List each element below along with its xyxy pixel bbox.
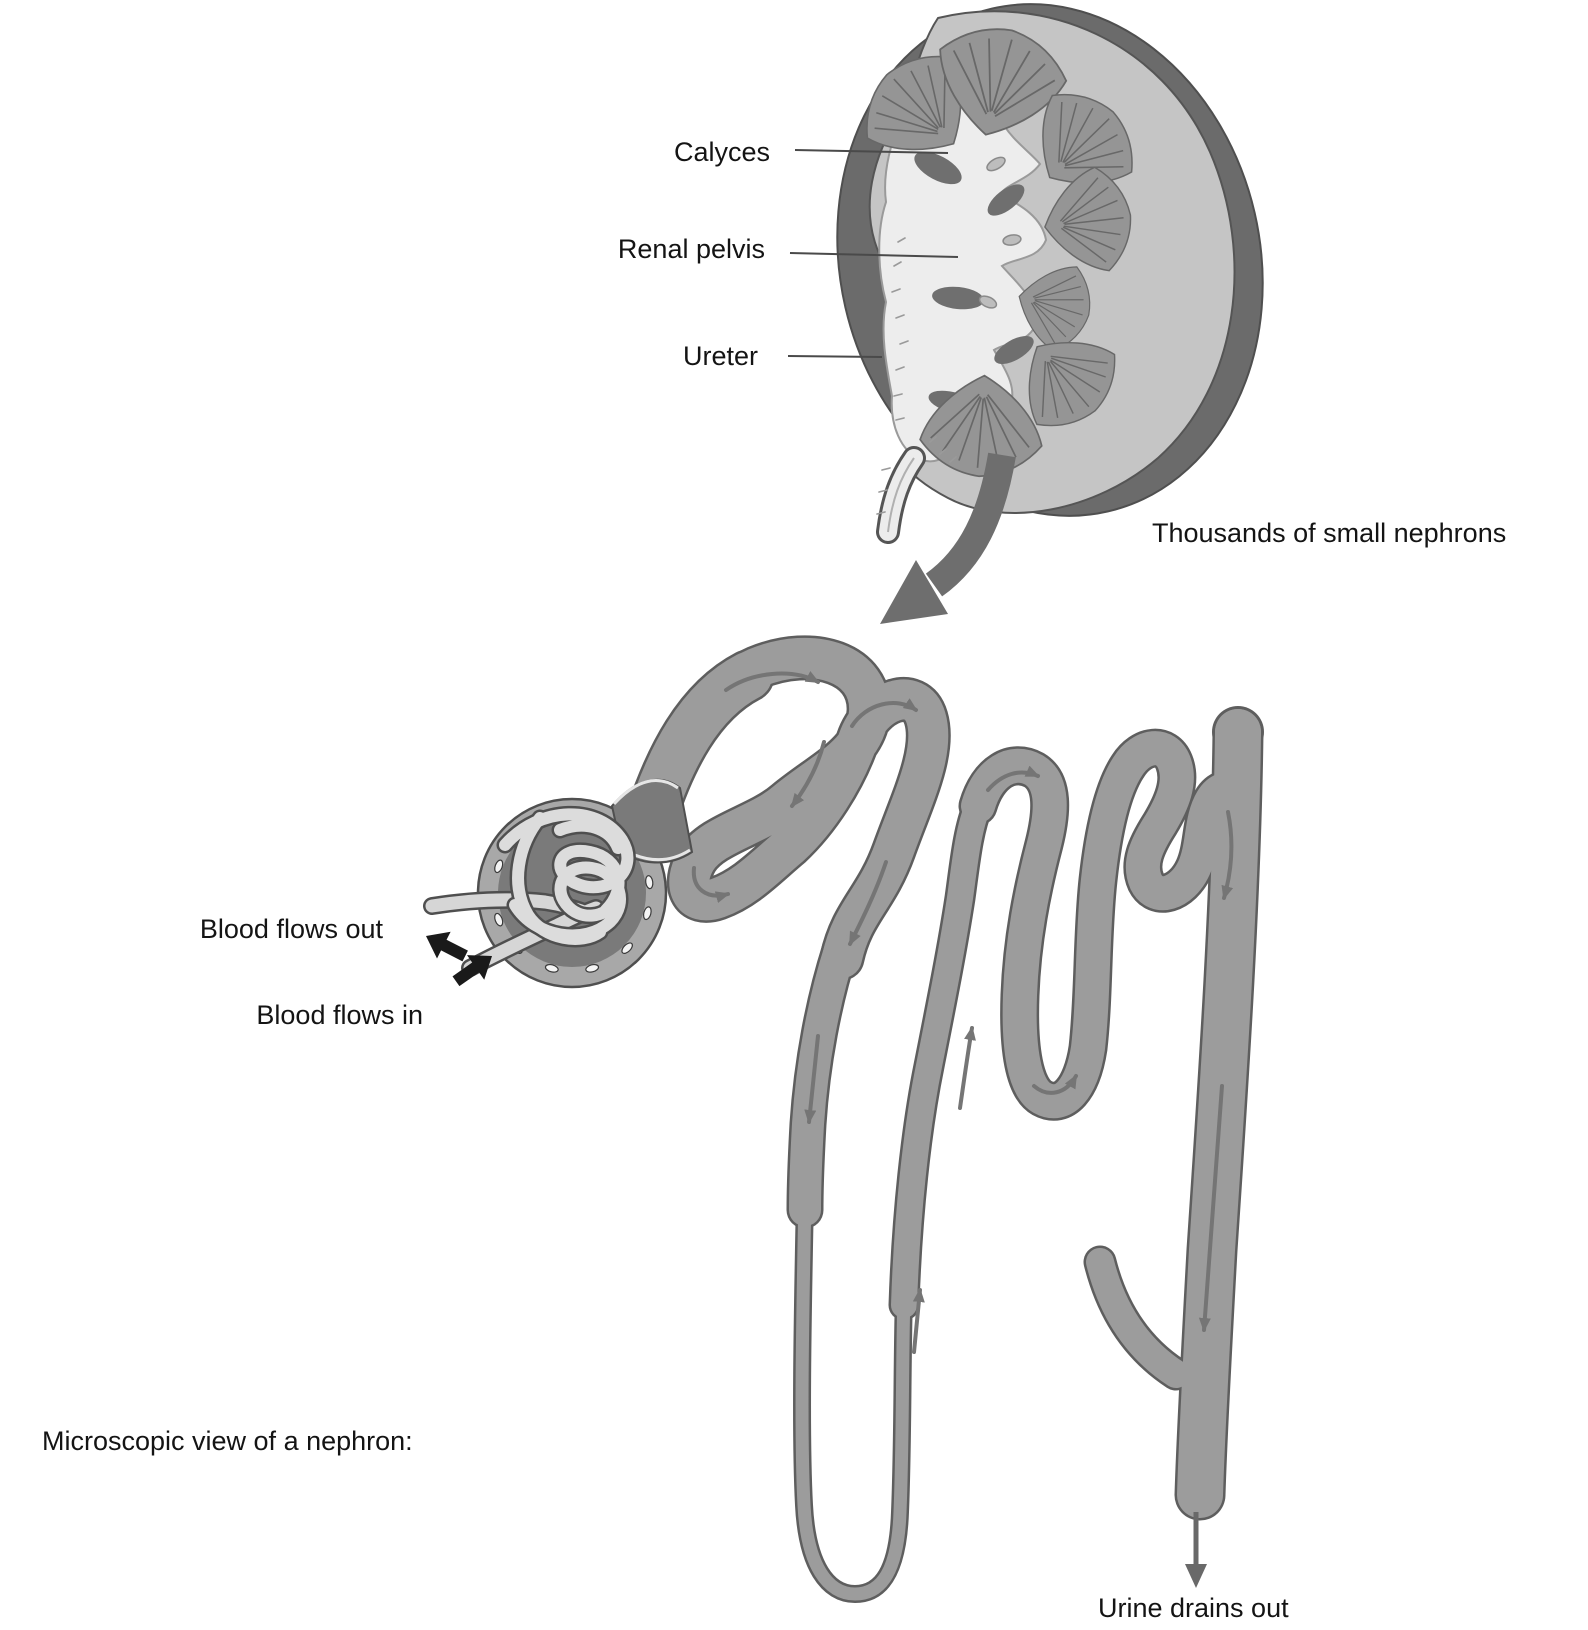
label-renal-pelvis: Renal pelvis bbox=[617, 234, 765, 264]
leader-line-ureter bbox=[787, 355, 883, 358]
nephron-tubule bbox=[625, 635, 1264, 1603]
label-calyces: Calyces bbox=[673, 137, 770, 167]
glomerulus bbox=[423, 778, 694, 989]
label-ureter: Ureter bbox=[682, 341, 758, 371]
capillary-tuft bbox=[496, 805, 636, 948]
pelvis-hatching bbox=[876, 237, 957, 515]
label-blood-flows-in: Blood flows in bbox=[256, 1000, 423, 1030]
tubule-fill-pass bbox=[628, 637, 1261, 1601]
flow-arrows bbox=[691, 671, 1234, 1354]
label-blood-flows-out: Blood flows out bbox=[199, 914, 383, 944]
urine-out-arrow-icon bbox=[1185, 1512, 1207, 1588]
calyx-openings bbox=[978, 156, 1022, 309]
label-urine-drains-out: Urine drains out bbox=[1098, 1593, 1289, 1623]
caption-microscopic-view: Microscopic view of a nephron: bbox=[42, 1426, 413, 1456]
leader-line-renal-pelvis bbox=[789, 252, 959, 258]
label-thousands-of-nephrons: Thousands of small nephrons bbox=[1152, 518, 1507, 548]
kidney-illustration bbox=[836, 3, 1264, 544]
blood-in-arrow-icon bbox=[452, 955, 492, 987]
leader-line-calyces bbox=[794, 149, 949, 154]
ureter-tube bbox=[876, 446, 926, 544]
blood-out-arrow-icon bbox=[426, 931, 468, 962]
kidney-to-nephron-arrow-icon bbox=[880, 452, 1016, 624]
